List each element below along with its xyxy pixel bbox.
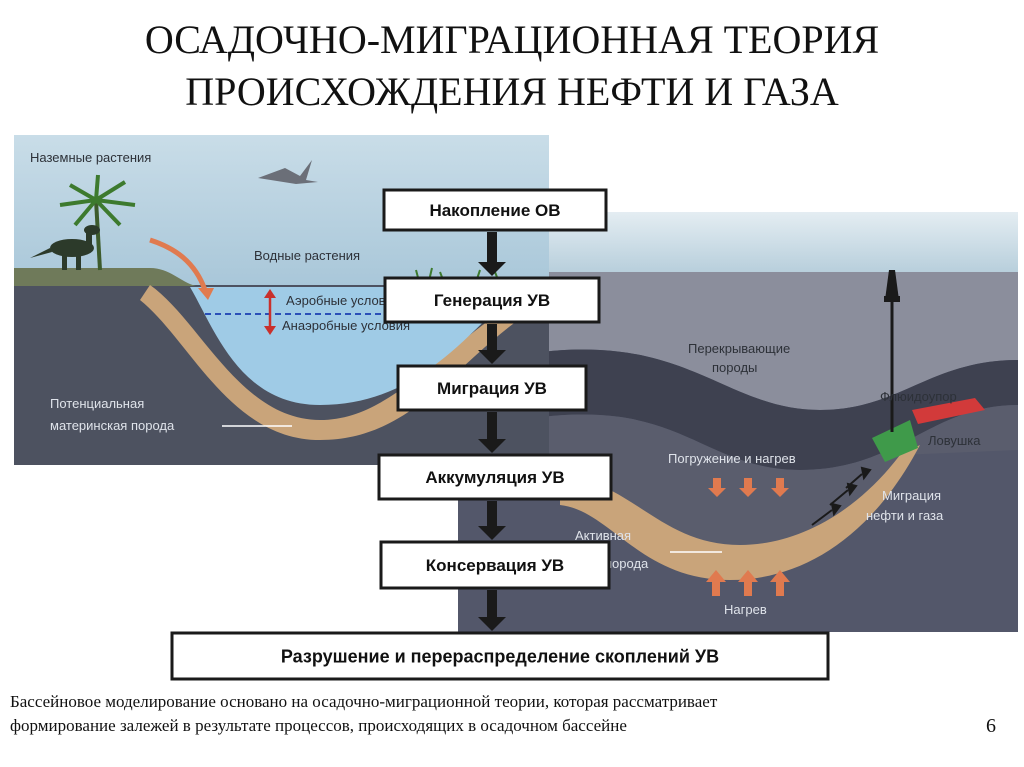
caption: Бассейновое моделирование основано на ос… [10,690,1000,738]
step-label: Аккумуляция УВ [425,468,564,487]
migration-label-2: нефти и газа [866,508,944,523]
burial-label: Погружение и нагрев [668,451,796,466]
source-rock-label-2: материнская порода [50,418,175,433]
land-plants-label: Наземные растения [30,150,151,165]
overlying-label-2: породы [712,360,757,375]
active-rock-label-2: порода [605,556,649,571]
heating-label: Нагрев [724,602,767,617]
seal-label: Флюидоупор [880,389,957,404]
step-box-2: Генерация УВ [385,278,599,322]
aerobic-label: Аэробные условия [286,293,400,308]
step-label: Разрушение и перераспределение скоплений… [281,646,719,666]
step-box-1: Накопление ОВ [384,190,606,230]
step-label: Генерация УВ [434,291,550,310]
step-label: Миграция УВ [437,379,547,398]
source-rock-label-1: Потенциальная [50,396,144,411]
step-box-4: Аккумуляция УВ [379,455,611,499]
step-box-5: Консервация УВ [381,542,609,588]
step-label: Накопление ОВ [429,201,560,220]
migration-label-1: Миграция [882,488,941,503]
caption-line-1: Бассейновое моделирование основано на ос… [10,690,1000,714]
page-number: 6 [986,715,996,738]
trap-label: Ловушка [928,433,981,448]
step-box-3: Миграция УВ [398,366,586,410]
water-plants-label: Водные растения [254,248,360,263]
heating-arrows-icon [706,570,790,596]
caption-line-2: формирование залежей в результате процес… [10,714,1000,738]
overlying-label-1: Перекрывающие [688,341,790,356]
step-box-6: Разрушение и перераспределение скоплений… [172,633,828,679]
step-label: Консервация УВ [426,556,564,575]
